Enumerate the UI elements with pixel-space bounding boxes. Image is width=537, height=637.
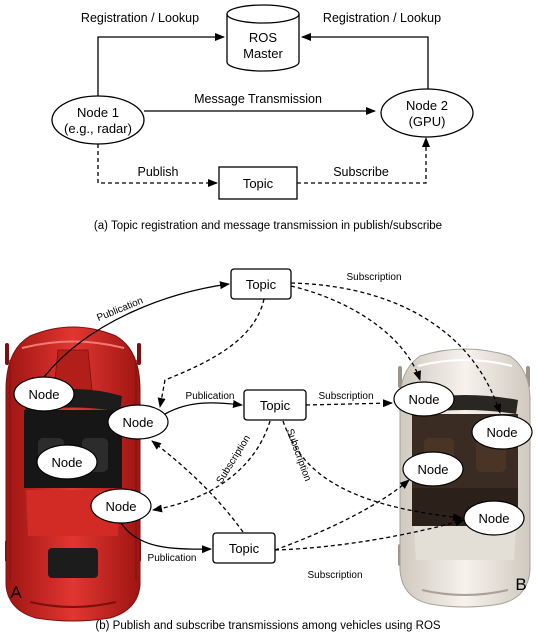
subscription-top-to-b2-arrow [290,282,502,414]
publication-middle-arrow [164,400,243,415]
svg-text:Node: Node [51,455,82,470]
message-transmission-label: Message Transmission [194,92,322,106]
subscription-bottom-to-b4-arrow [274,518,465,551]
subscription-label-diag-left: Subscription [215,433,253,485]
node-a3: Node [36,444,98,480]
node-a4: Node [90,488,152,524]
node2: Node 2 (GPU) [380,88,474,138]
topic-middle-label: Topic [260,398,291,413]
subscription-top-to-b1-arrow [290,285,421,381]
topic-box-a: Topic [218,166,298,200]
publication-label-middle: Publication [186,391,235,402]
node1-label-line2: (e.g., radar) [64,121,132,136]
node2-label-line2: (GPU) [409,114,446,129]
topic-bottom-label: Topic [229,541,260,556]
ros-master-label-line2: Master [243,46,283,61]
topic-label-a: Topic [243,176,274,191]
subscription-label-middle: Subscription [318,391,373,402]
publication-label-bottom: Publication [148,553,197,564]
ros-master-label-line1: ROS [249,30,278,45]
publish-label: Publish [138,165,179,179]
subscription-bottom-to-b3-arrow [274,479,410,551]
publication-bottom-arrow [120,522,212,554]
subscription-label-bottom: Subscription [307,570,362,581]
subscription-label-diag-right: Subscription [284,427,313,482]
registration-line-right [301,33,429,90]
svg-text:Node: Node [28,387,59,402]
svg-text:Node: Node [478,511,509,526]
subscription-label-top: Subscription [346,272,401,283]
publish-line [97,144,218,187]
registration-label-right: Registration / Lookup [323,11,441,25]
node-a2: Node [107,404,169,440]
publication-top-arrow [43,281,230,378]
subscription-bottom-to-a2-arrow [151,440,244,533]
svg-text:Node: Node [122,415,153,430]
topic-top-label: Topic [246,277,277,292]
ros-master-database: ROS Master [226,4,300,72]
vehicle-a-label: A [10,583,22,602]
topic-box-top: Topic [230,268,292,300]
svg-text:Node: Node [408,392,439,407]
svg-text:Node: Node [417,462,448,477]
svg-text:Node: Node [105,499,136,514]
node-b2: Node [471,414,533,450]
topic-box-middle: Topic [243,389,307,421]
vehicle-b-label: B [515,575,526,594]
node1: Node 1 (e.g., radar) [51,95,145,145]
subscription-middle-to-b1-arrow [305,399,393,408]
part-b: Topic Topic Topic Node Node Node Node [5,268,533,632]
node-b1: Node [393,381,455,417]
subscribe-label: Subscribe [333,165,389,179]
registration-label-left: Registration / Lookup [81,11,199,25]
part-a: ROS Master Node 1 (e.g., radar) Node 2 (… [51,4,474,232]
subscription-middle-to-a4-arrow [152,420,271,513]
topic-box-bottom: Topic [212,532,276,564]
node-b4: Node [463,500,525,536]
subscription-top-to-a2-arrow [157,298,265,408]
subscribe-line [297,137,430,184]
svg-text:Node: Node [486,425,517,440]
caption-a: (a) Topic registration and message trans… [94,220,442,232]
registration-line-left [97,33,225,97]
node1-label-line1: Node 1 [77,105,119,120]
node-a1: Node [13,376,75,412]
vehicle-links [43,281,502,554]
node-b3: Node [402,451,464,487]
caption-b: (b) Publish and subscribe transmissions … [95,620,440,632]
node2-label-line1: Node 2 [406,98,448,113]
